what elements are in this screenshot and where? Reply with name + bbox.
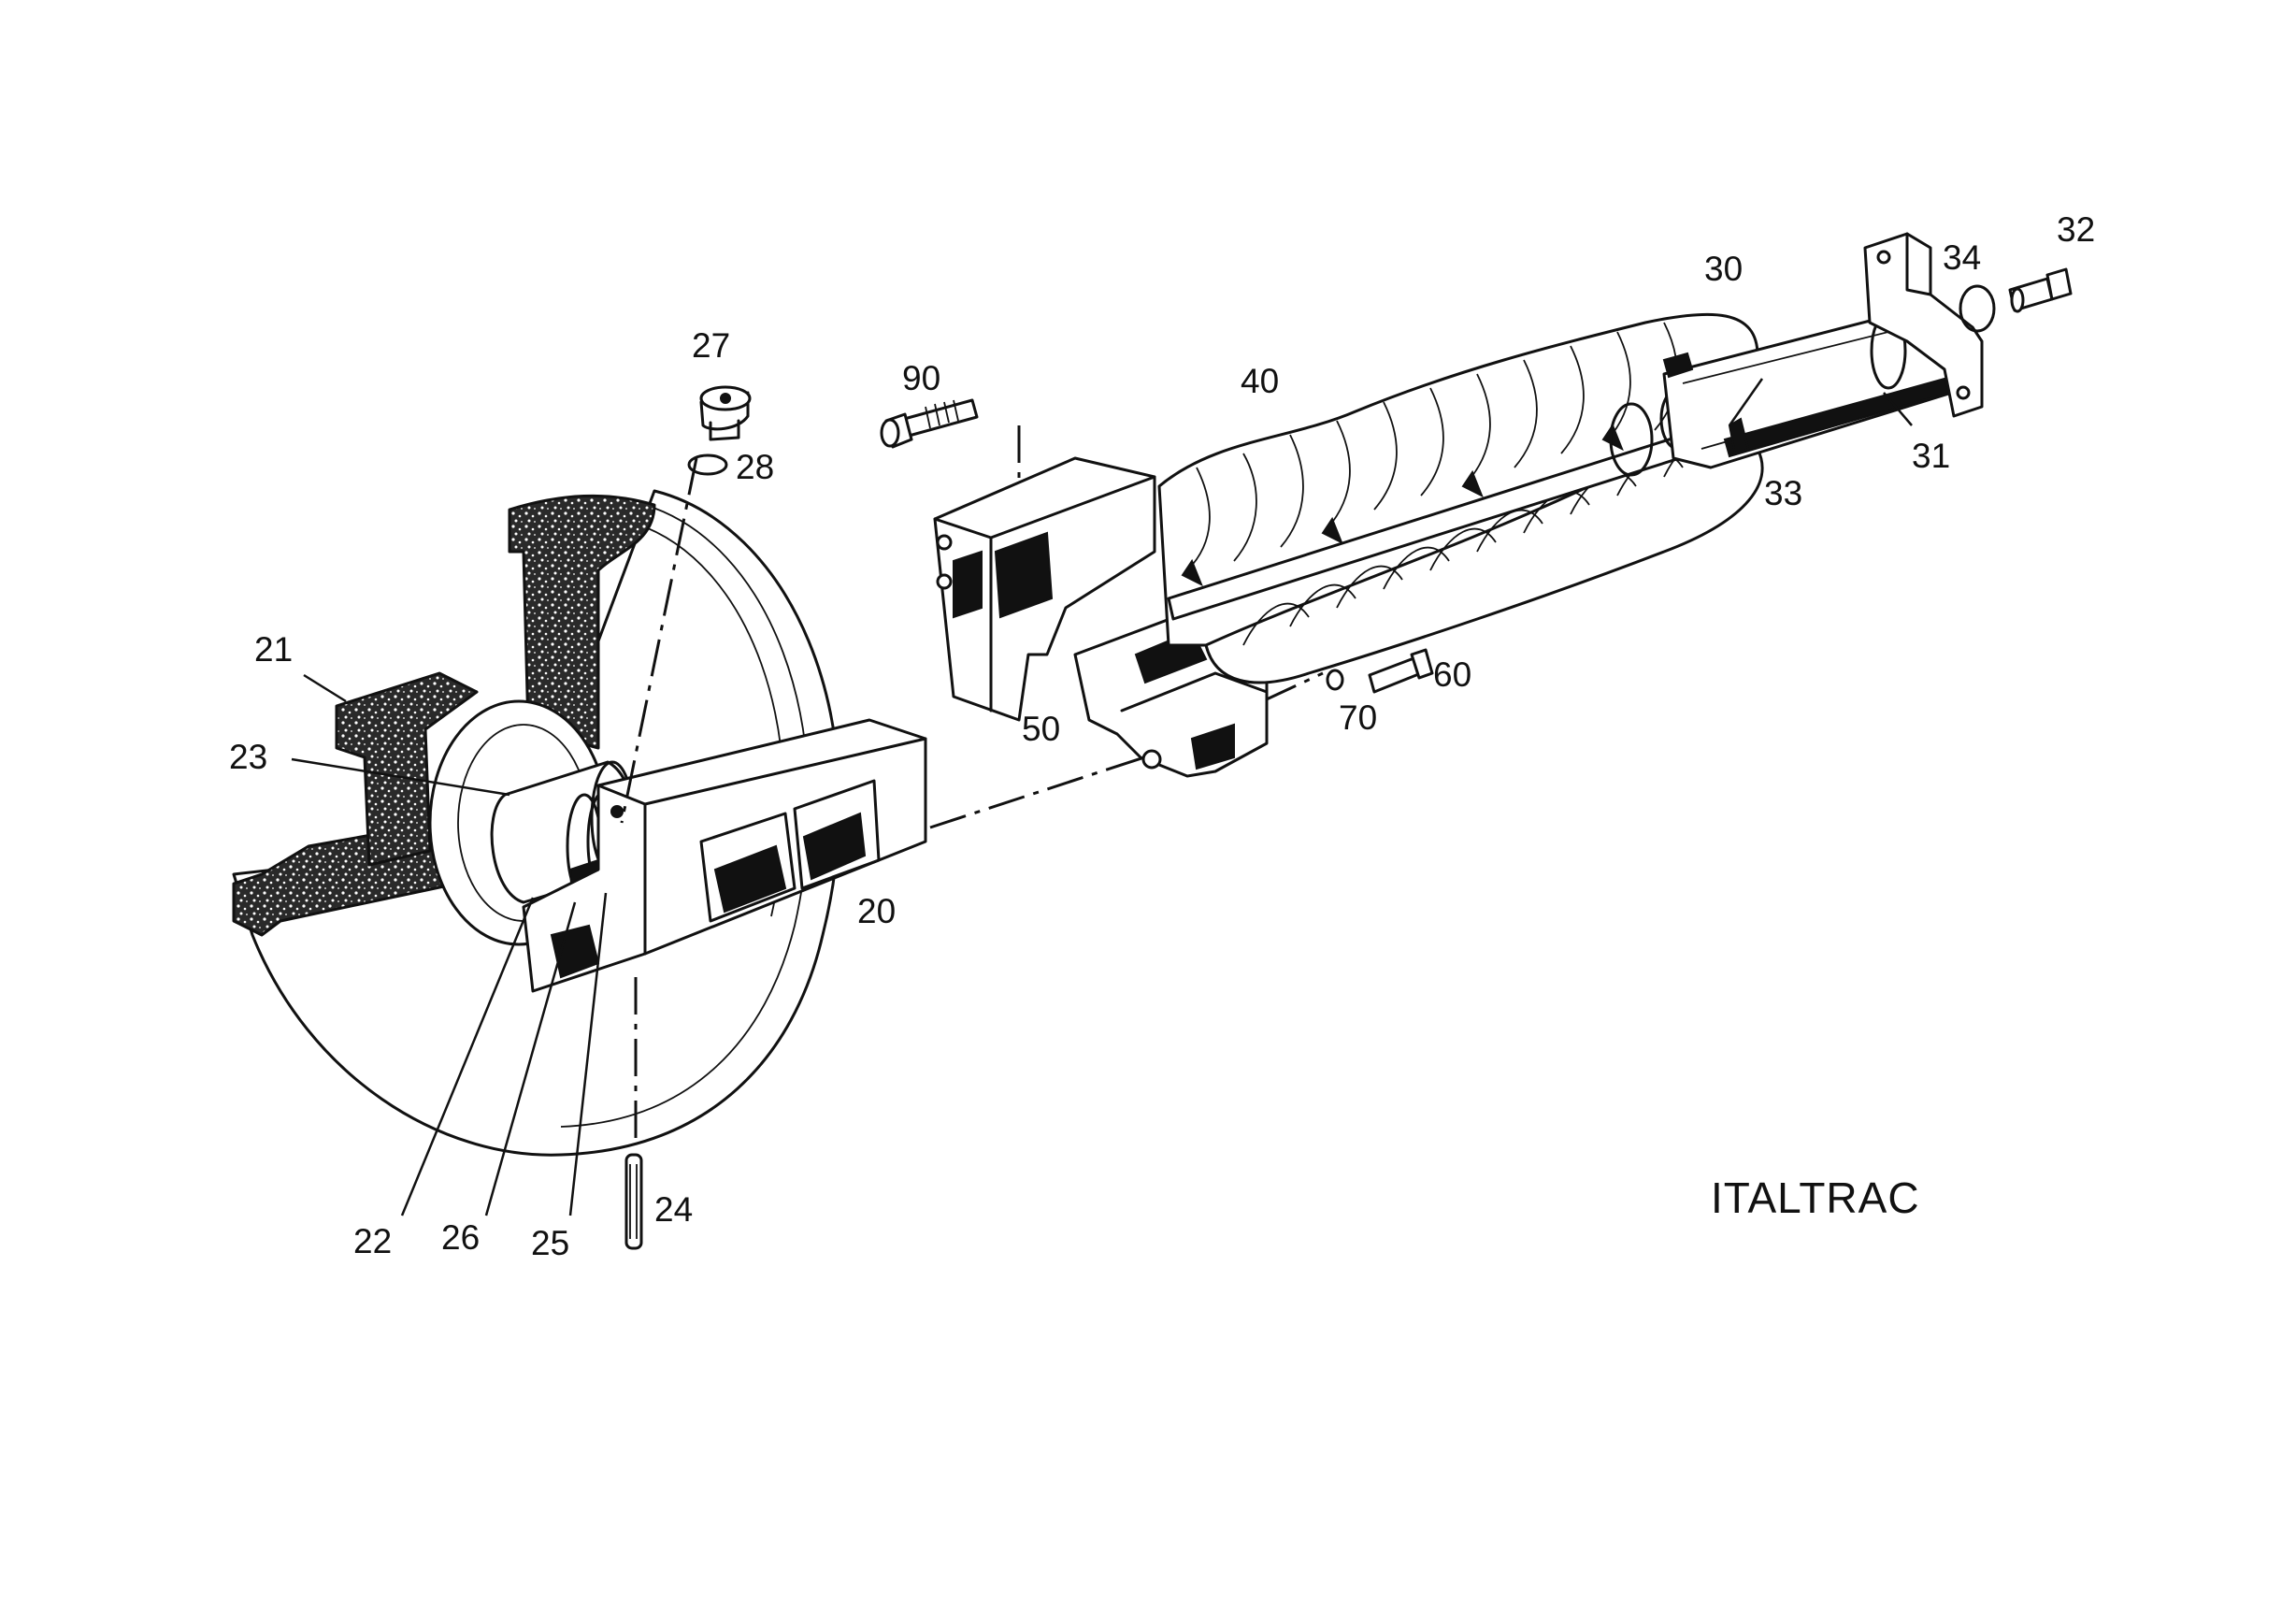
end-flange bbox=[1863, 232, 1984, 418]
label-23: 23 bbox=[229, 738, 267, 776]
label-27: 27 bbox=[692, 326, 730, 365]
label-40: 40 bbox=[1241, 362, 1279, 400]
hex-bolt-90 bbox=[880, 398, 979, 449]
label-90: 90 bbox=[902, 359, 940, 397]
idler-wheel-assembly bbox=[232, 489, 927, 1157]
axis-line-vertical bbox=[620, 457, 698, 824]
label-50: 50 bbox=[1022, 710, 1060, 748]
brand-text: ITALTRAC bbox=[1711, 1173, 1920, 1222]
label-60: 60 bbox=[1433, 655, 1471, 694]
wheel-rim-left bbox=[335, 671, 479, 867]
leader-lines bbox=[291, 378, 1913, 1216]
bracket-window bbox=[713, 844, 787, 914]
grease-nipple bbox=[2008, 267, 2073, 313]
label-33: 33 bbox=[1764, 474, 1802, 512]
label-31: 31 bbox=[1912, 437, 1950, 475]
label-21: 21 bbox=[254, 630, 293, 669]
tensioner-assembly bbox=[933, 232, 1984, 778]
o-ring-28 bbox=[687, 453, 728, 476]
label-32: 32 bbox=[2057, 210, 2095, 249]
axis-line-diagonal bbox=[929, 754, 1151, 829]
label-25: 25 bbox=[531, 1224, 569, 1262]
label-28: 28 bbox=[736, 448, 774, 486]
label-30: 30 bbox=[1704, 250, 1743, 288]
o-ring-34 bbox=[1959, 284, 1996, 333]
part-labels: 20 21 22 23 24 25 26 27 28 30 31 32 33 3… bbox=[229, 210, 2095, 1262]
label-70: 70 bbox=[1339, 698, 1377, 737]
bolt-60 bbox=[1368, 648, 1434, 694]
label-34: 34 bbox=[1943, 238, 1981, 277]
wheel-flange-top bbox=[508, 494, 656, 750]
washer-70 bbox=[1326, 669, 1344, 691]
label-26: 26 bbox=[441, 1218, 480, 1257]
label-22: 22 bbox=[353, 1222, 392, 1260]
label-20: 20 bbox=[857, 892, 896, 930]
label-24: 24 bbox=[654, 1190, 693, 1229]
grease-plug bbox=[699, 385, 752, 441]
roll-pin bbox=[624, 1153, 643, 1250]
